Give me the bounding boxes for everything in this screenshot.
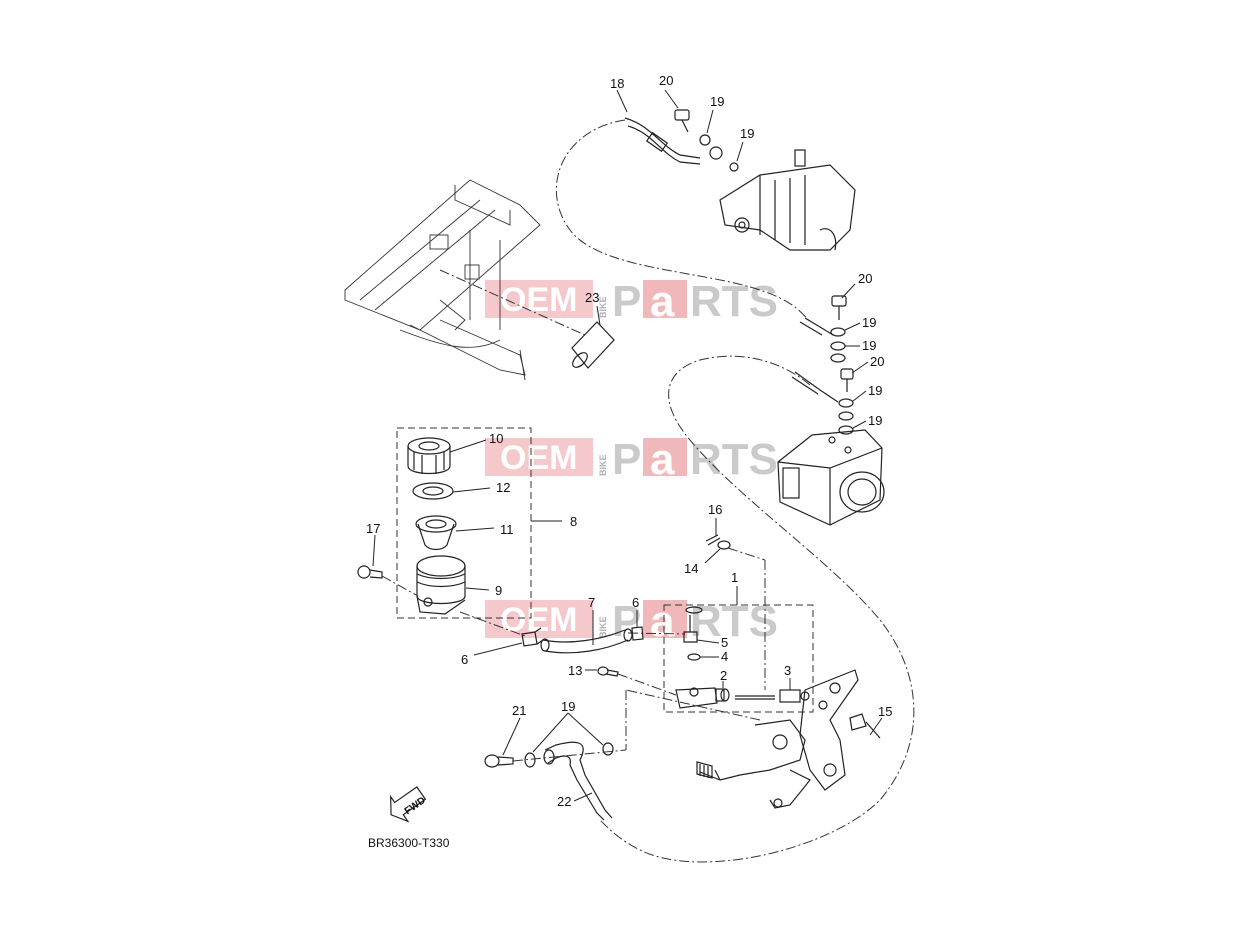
watermark-bike-text: BIKE: [598, 296, 608, 318]
callout-6: 6: [461, 652, 468, 667]
watermark-bike-text: BIKE: [598, 454, 608, 476]
callout-2: 2: [720, 668, 727, 683]
callout-23: 23: [585, 290, 599, 305]
callout-15: 15: [878, 704, 892, 719]
fwd-label: FWD: [403, 795, 428, 817]
callout-19: 19: [710, 94, 724, 109]
callout-13: 13: [568, 663, 582, 678]
callout-18: 18: [610, 76, 624, 91]
part-22-brake-hose-lower: [543, 741, 613, 821]
watermark-a-text: a: [650, 597, 675, 646]
callout-19: 19: [740, 126, 754, 141]
watermark-oem-text: OEM: [500, 439, 577, 477]
callout-10: 10: [489, 431, 503, 446]
part-6-hose-clamp-right: [631, 610, 644, 641]
watermark-1: OEM BIKE P a RTS: [485, 277, 778, 326]
footrest-bracket: [799, 669, 883, 791]
callout-labels: 18 20 19 19 20 19 19 20 19 19 23 10 12 1…: [366, 73, 892, 809]
part-23-sleeve: [571, 305, 615, 369]
callout-5: 5: [721, 635, 728, 650]
watermark-p-text: P: [612, 435, 641, 484]
callout-14: 14: [684, 561, 698, 576]
callout-19: 19: [862, 338, 876, 353]
callout-6: 6: [632, 595, 639, 610]
caliper-union-bolts-top: [664, 89, 744, 172]
part-14-washer: [704, 540, 766, 564]
part-13-bolt: [585, 666, 677, 696]
rear-brake-caliper: [719, 149, 856, 251]
watermark-3: OEM BIKE P a RTS: [485, 597, 778, 646]
callout-22: 22: [557, 794, 571, 809]
callout-19: 19: [868, 413, 882, 428]
callout-1: 1: [731, 570, 738, 585]
watermark-oem-text: OEM: [500, 281, 577, 319]
watermark-rts-text: RTS: [690, 435, 778, 484]
part-6-hose-clamp-left: [473, 627, 544, 656]
part-17-screw: [357, 534, 419, 597]
junction-union-bolts: [830, 283, 869, 435]
abs-hydraulic-unit: [777, 429, 885, 526]
watermark-a-text: a: [650, 277, 675, 326]
part-18-brake-hose: [555, 89, 811, 323]
callout-11: 11: [500, 522, 514, 537]
callout-20: 20: [858, 271, 872, 286]
watermark-p-text: P: [612, 597, 641, 646]
callout-16: 16: [708, 502, 722, 517]
callout-19: 19: [561, 699, 575, 714]
callout-17: 17: [366, 521, 380, 536]
master-cylinder-group: [663, 560, 814, 713]
fwd-arrow-icon: FWD: [390, 786, 428, 823]
watermark-rts-text: RTS: [690, 277, 778, 326]
reservoir-group: [396, 427, 562, 619]
watermark-oem-text: OEM: [500, 601, 577, 639]
watermark-p-text: P: [612, 277, 641, 326]
brake-pedal: [625, 689, 811, 809]
callout-19: 19: [862, 315, 876, 330]
watermark-2: OEM BIKE P a RTS: [485, 435, 778, 484]
callout-21: 21: [512, 703, 526, 718]
callout-8: 8: [570, 514, 577, 529]
part-7-reservoir-hose: [459, 610, 686, 654]
part-16-cotter-pin: [705, 518, 721, 546]
callout-12: 12: [496, 480, 510, 495]
callout-20: 20: [659, 73, 673, 88]
callout-19: 19: [868, 383, 882, 398]
callout-20: 20: [870, 354, 884, 369]
callout-4: 4: [721, 649, 728, 664]
callout-9: 9: [495, 583, 502, 598]
watermark-bike-text: BIKE: [598, 616, 608, 638]
callout-7: 7: [588, 595, 595, 610]
diagram-code: BR36300-T330: [368, 836, 450, 850]
middle-brake-hose: [599, 317, 915, 863]
part-19-copper-washers-lower: [512, 712, 627, 768]
watermark-a-text: a: [650, 435, 675, 484]
part-21-union-bolt: [484, 717, 521, 768]
callout-3: 3: [784, 663, 791, 678]
frame-section: [344, 179, 586, 381]
